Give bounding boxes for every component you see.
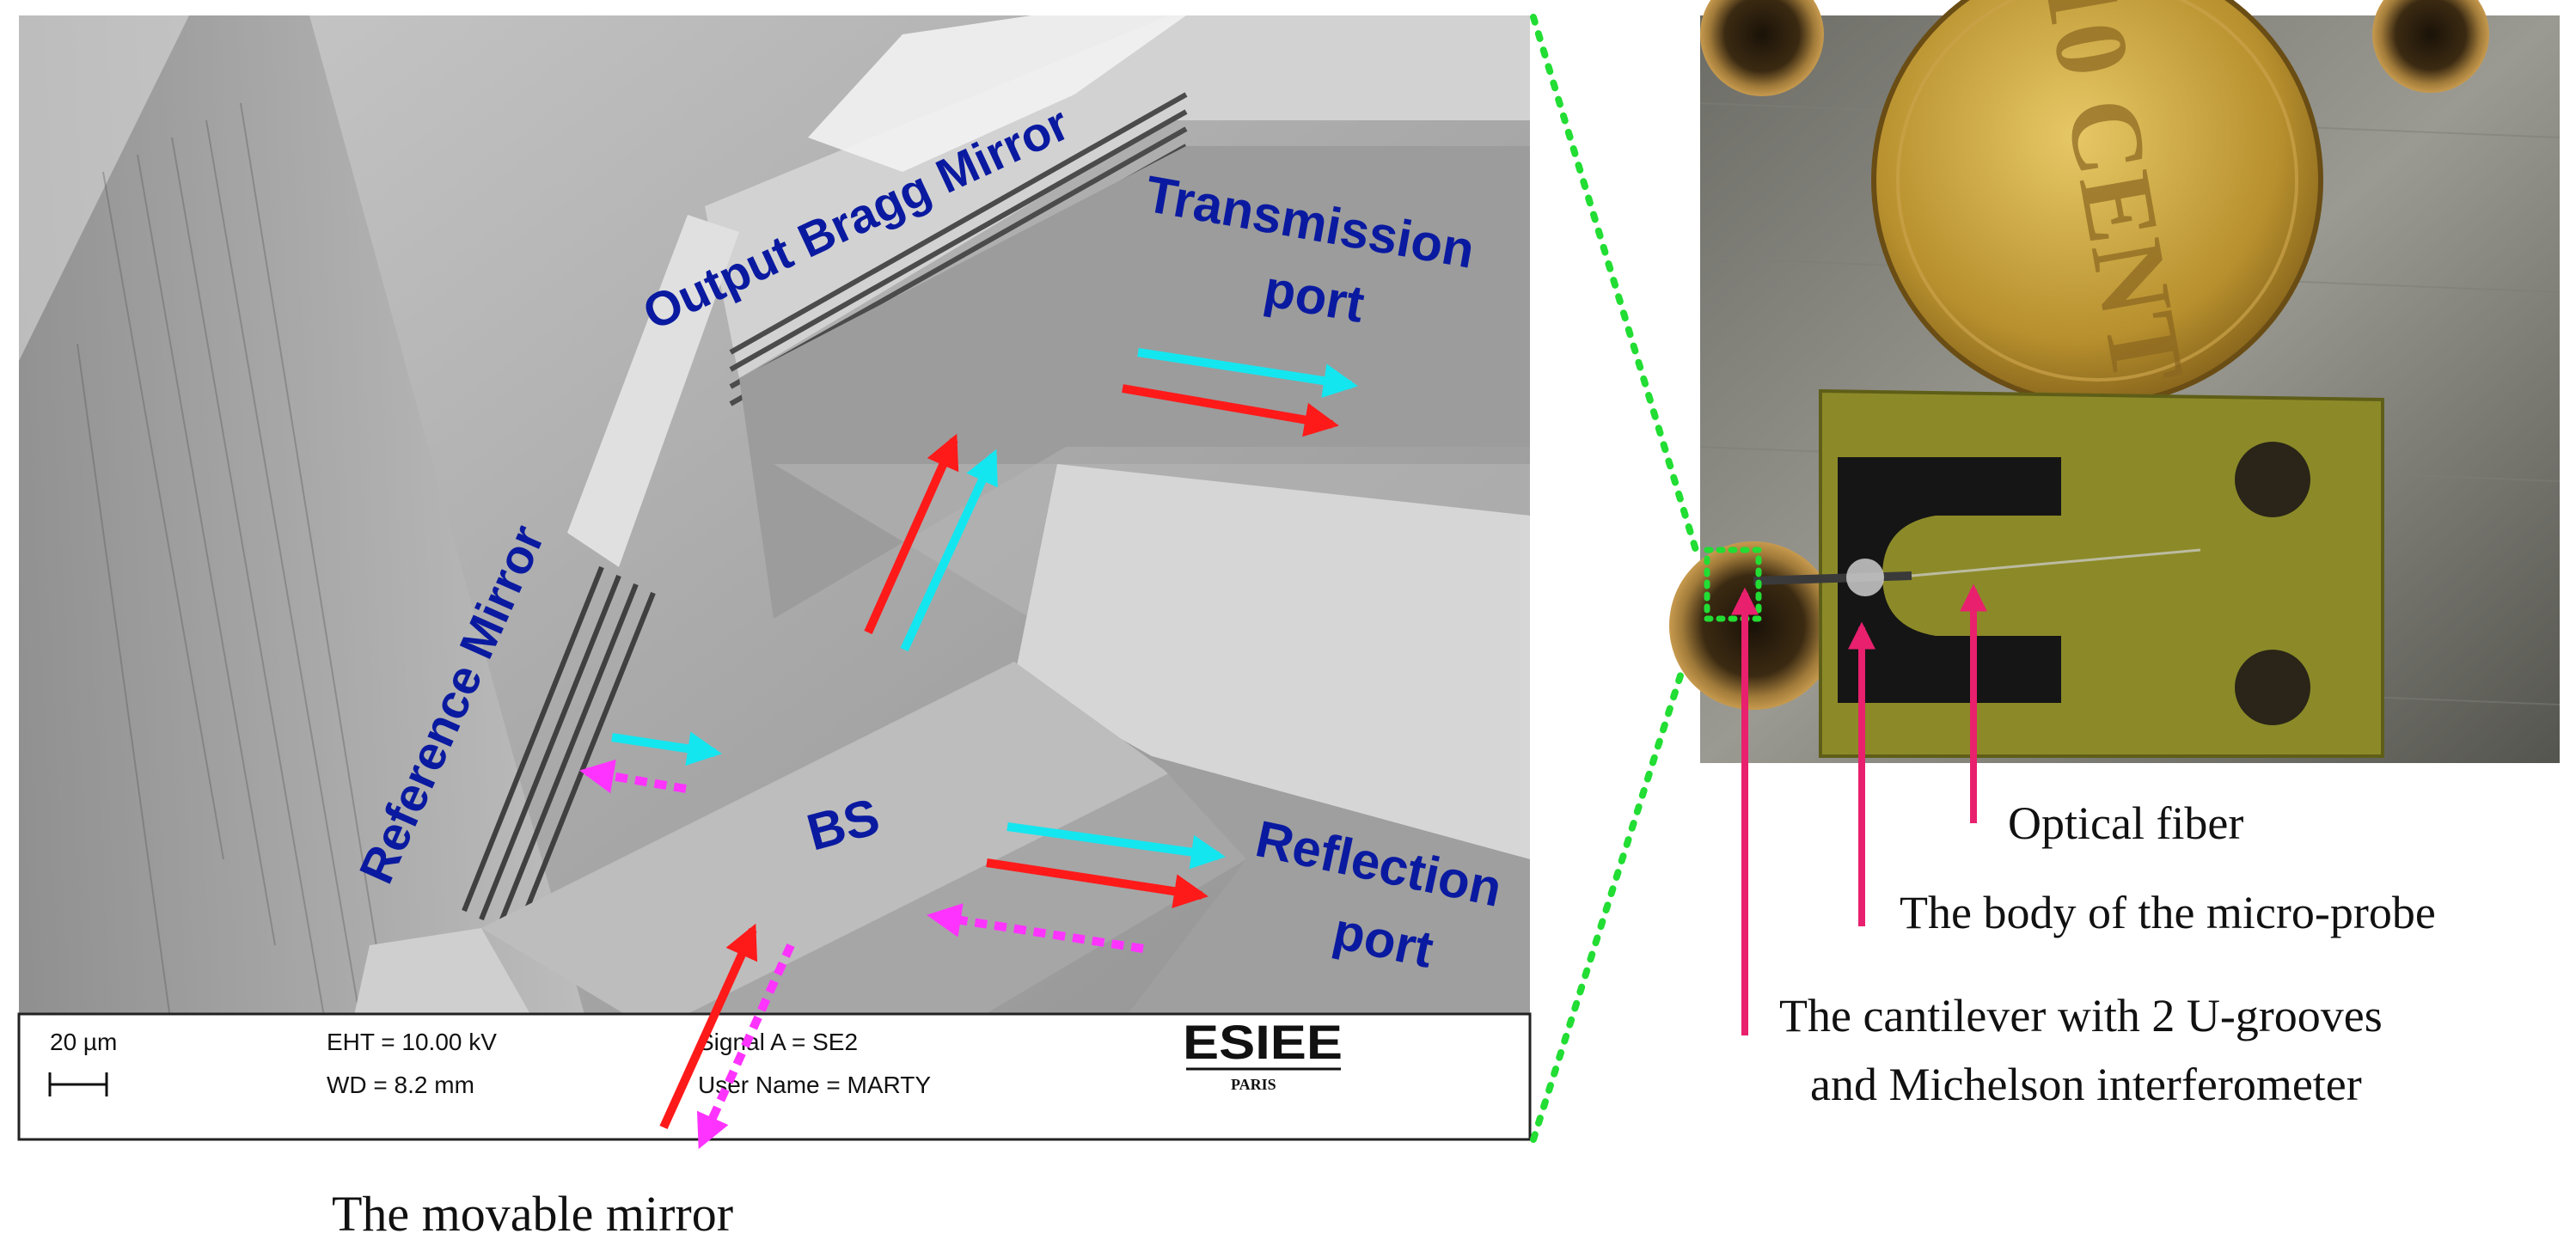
cyan-arrow-reflection <box>1007 822 1226 870</box>
zoom-indicator-lines <box>1530 14 1702 1143</box>
mount-hole <box>1669 541 1838 710</box>
red-arrow-movable <box>659 923 758 1130</box>
esiee-logo: ESIEE <box>1183 1015 1343 1069</box>
magenta-arrow-reference <box>579 759 687 794</box>
eht-readout: EHT = 10.00 kV <box>327 1029 497 1055</box>
optical-fiber-caption: Optical fiber <box>2008 797 2243 849</box>
zoom-region-box <box>1704 547 1762 622</box>
cyan-arrow-reference <box>611 731 722 766</box>
red-arrow-up <box>864 433 959 635</box>
magenta-arrow-reflection <box>927 903 1144 953</box>
cyan-arrow-up <box>900 449 998 652</box>
pointer-arrows <box>1731 583 1987 1035</box>
cantilever-caption-line1: The cantilever with 2 U-grooves <box>1779 990 2383 1041</box>
probe-body-caption: The body of the micro-probe <box>1900 887 2436 938</box>
movable-mirror-caption: The movable mirror <box>332 1186 733 1242</box>
esiee-logo-sub: PARIS <box>1231 1076 1276 1093</box>
beam-arrows <box>579 348 1358 1150</box>
cyan-arrow-transmission <box>1137 348 1358 398</box>
optical-fiber <box>1753 571 1912 585</box>
scale-bar <box>48 1072 108 1096</box>
sem-info-bar: 20 µm EHT = 10.00 kV WD = 8.2 mm Signal … <box>17 1012 1532 1141</box>
coin: 10 CENT <box>1871 0 2323 406</box>
sem-image <box>19 15 1530 1139</box>
probe-photo: 10 CENT <box>1669 0 2561 763</box>
red-arrow-transmission <box>1122 384 1339 437</box>
red-arrow-reflection <box>986 858 1208 908</box>
cantilever-caption-line2: and Michelson interferometer <box>1810 1059 2362 1110</box>
user-readout: User Name = MARTY <box>698 1072 931 1098</box>
signal-readout: Signal A = SE2 <box>698 1029 858 1055</box>
mount-hole <box>1700 0 1824 96</box>
micro-probe-body <box>1838 457 2061 703</box>
mount-hole <box>2372 0 2489 93</box>
wd-readout: WD = 8.2 mm <box>327 1072 474 1098</box>
scale-bar-label: 20 µm <box>50 1029 117 1055</box>
magenta-arrow-movable <box>696 943 795 1150</box>
